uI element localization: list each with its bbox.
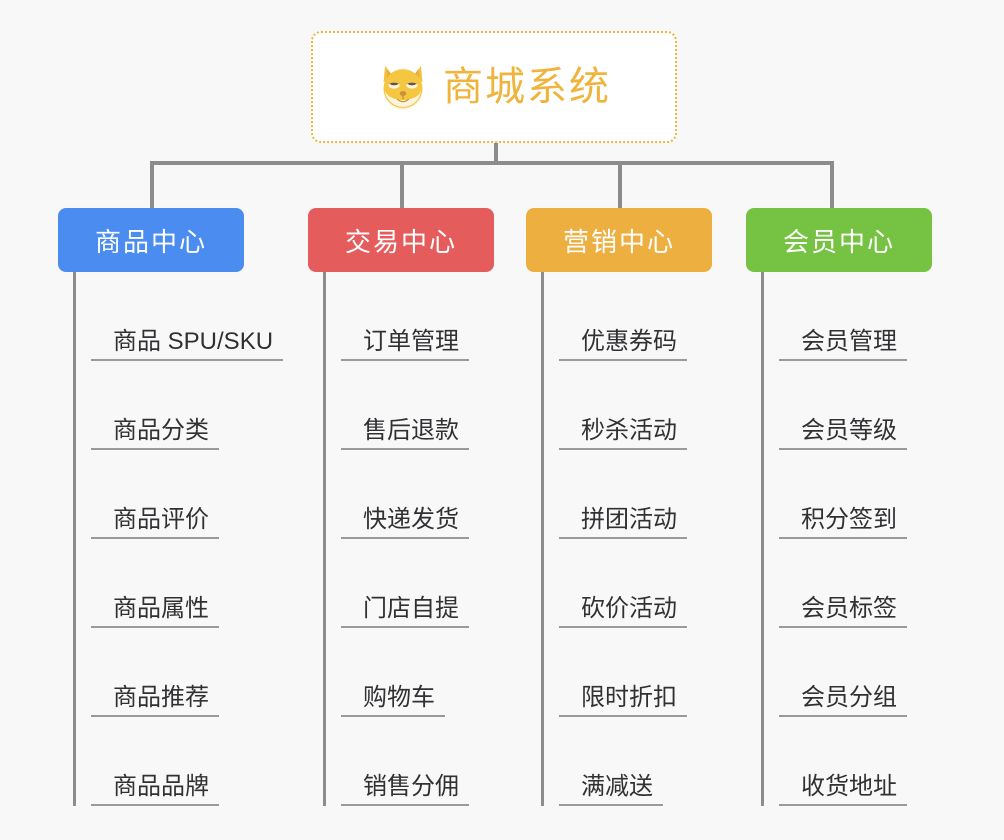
branch-header-label: 营销中心 xyxy=(562,226,675,257)
list-item-label: 商品评价 xyxy=(113,505,209,533)
list-item-label: 商品 SPU/SKU xyxy=(113,327,274,355)
list-item-label: 会员分组 xyxy=(801,683,897,711)
list-item-label: 商品推荐 xyxy=(113,683,209,711)
list-item[interactable]: 积分签到 xyxy=(779,450,907,539)
list-item-label: 商品品牌 xyxy=(113,772,209,800)
branch-items-3: 优惠券码 秒杀活动 拼团活动 砍价活动 限时折扣 满减送 xyxy=(541,272,746,806)
list-item[interactable]: 拼团活动 xyxy=(559,450,687,539)
list-item-label: 限时折扣 xyxy=(581,683,677,711)
list-item-label: 满减送 xyxy=(581,772,653,800)
connector-drop-3 xyxy=(618,161,622,208)
branch-header-3[interactable]: 营销中心 xyxy=(526,208,712,272)
list-item-label: 优惠券码 xyxy=(581,327,677,355)
list-item-label: 积分签到 xyxy=(801,505,897,533)
branch-column-2: 交易中心 订单管理 售后退款 快递发货 门店自提 购物车 销售分佣 xyxy=(308,208,528,806)
connector-drop-1 xyxy=(150,161,154,208)
list-item-label: 收货地址 xyxy=(801,772,897,800)
branch-items-2: 订单管理 售后退款 快递发货 门店自提 购物车 销售分佣 xyxy=(323,272,528,806)
list-item[interactable]: 商品属性 xyxy=(91,539,219,628)
branch-header-4[interactable]: 会员中心 xyxy=(746,208,932,272)
connector-horizontal-bus xyxy=(150,161,830,165)
list-item[interactable]: 商品评价 xyxy=(91,450,219,539)
list-item-label: 门店自提 xyxy=(363,594,459,622)
branch-column-4: 会员中心 会员管理 会员等级 积分签到 会员标签 会员分组 收货地址 xyxy=(746,208,966,806)
connector-drop-4 xyxy=(830,161,834,208)
list-item[interactable]: 销售分佣 xyxy=(341,717,469,806)
list-item[interactable]: 限时折扣 xyxy=(559,628,687,717)
list-item[interactable]: 商品 SPU/SKU xyxy=(91,272,284,361)
list-item[interactable]: 售后退款 xyxy=(341,361,469,450)
connector-root-stem xyxy=(494,143,498,163)
list-item[interactable]: 收货地址 xyxy=(779,717,907,806)
root-node[interactable]: 商城系统 xyxy=(311,31,677,143)
branch-column-3: 营销中心 优惠券码 秒杀活动 拼团活动 砍价活动 限时折扣 满减送 xyxy=(526,208,746,806)
branch-header-2[interactable]: 交易中心 xyxy=(308,208,494,272)
list-item-label: 会员等级 xyxy=(801,416,897,444)
list-item-label: 会员管理 xyxy=(801,327,897,355)
list-item-label: 拼团活动 xyxy=(581,505,677,533)
list-item[interactable]: 购物车 xyxy=(341,628,445,717)
branch-header-1[interactable]: 商品中心 xyxy=(58,208,244,272)
shiba-dog-icon xyxy=(383,65,423,110)
branch-column-1: 商品中心 商品 SPU/SKU 商品分类 商品评价 商品属性 商品推荐 商品品牌 xyxy=(58,208,302,806)
branch-header-label: 会员中心 xyxy=(782,226,895,257)
list-item[interactable]: 快递发货 xyxy=(341,450,469,539)
list-item-label: 会员标签 xyxy=(801,594,897,622)
list-item[interactable]: 会员标签 xyxy=(779,539,907,628)
list-item[interactable]: 会员管理 xyxy=(779,272,907,361)
branch-items-4: 会员管理 会员等级 积分签到 会员标签 会员分组 收货地址 xyxy=(761,272,966,806)
list-item[interactable]: 会员分组 xyxy=(779,628,907,717)
list-item[interactable]: 砍价活动 xyxy=(559,539,687,628)
branch-header-label: 交易中心 xyxy=(344,226,457,257)
branch-items-1: 商品 SPU/SKU 商品分类 商品评价 商品属性 商品推荐 商品品牌 xyxy=(73,272,302,806)
list-item[interactable]: 会员等级 xyxy=(779,361,907,450)
branch-header-label: 商品中心 xyxy=(94,226,207,257)
list-item[interactable]: 商品品牌 xyxy=(91,717,219,806)
list-item[interactable]: 商品分类 xyxy=(91,361,219,450)
list-item[interactable]: 门店自提 xyxy=(341,539,469,628)
list-item[interactable]: 满减送 xyxy=(559,717,663,806)
list-item[interactable]: 订单管理 xyxy=(341,272,469,361)
list-item-label: 砍价活动 xyxy=(581,594,677,622)
list-item-label: 商品属性 xyxy=(113,594,209,622)
connector-drop-2 xyxy=(400,161,404,208)
list-item-label: 售后退款 xyxy=(363,416,459,444)
list-item-label: 订单管理 xyxy=(363,327,459,355)
root-title: 商城系统 xyxy=(443,65,611,109)
list-item-label: 秒杀活动 xyxy=(581,416,677,444)
list-item-label: 商品分类 xyxy=(113,416,209,444)
list-item[interactable]: 优惠券码 xyxy=(559,272,687,361)
list-item[interactable]: 秒杀活动 xyxy=(559,361,687,450)
list-item-label: 快递发货 xyxy=(363,505,459,533)
list-item-label: 购物车 xyxy=(363,683,435,711)
list-item-label: 销售分佣 xyxy=(363,772,459,800)
list-item[interactable]: 商品推荐 xyxy=(91,628,219,717)
